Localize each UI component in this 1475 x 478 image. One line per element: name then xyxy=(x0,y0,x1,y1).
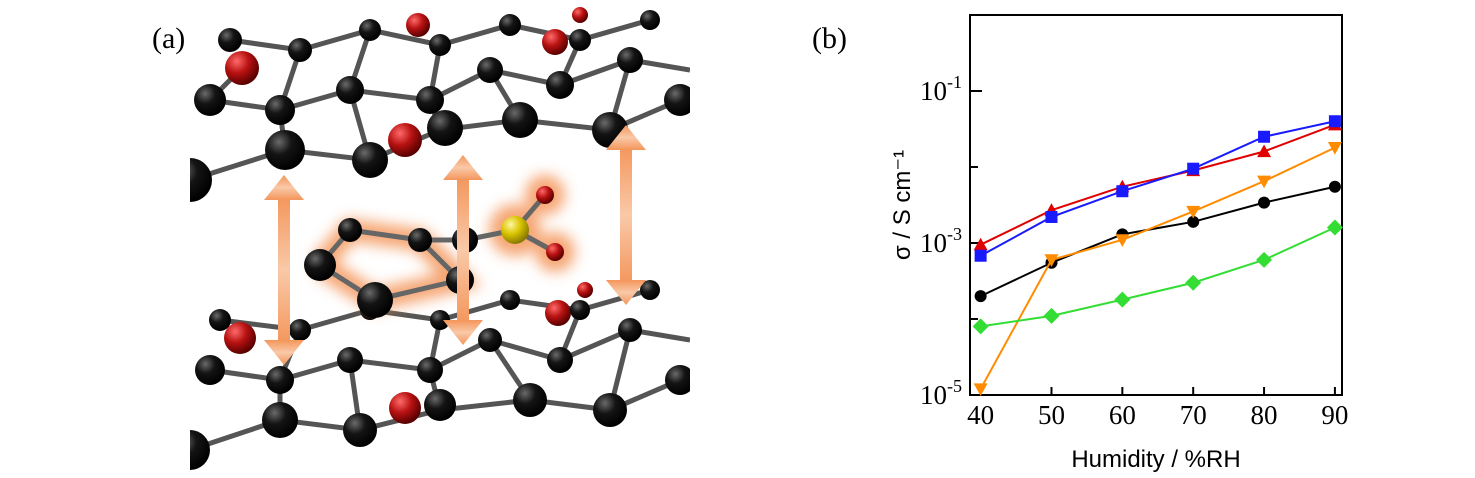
data-point-3-0 xyxy=(973,383,988,396)
y-tick-label: 10-1 xyxy=(920,72,962,106)
x-tick-label-60: 60 xyxy=(1109,400,1136,430)
data-point-2-5 xyxy=(1328,180,1341,193)
series-line-3 xyxy=(979,146,1336,390)
data-point-3-2 xyxy=(1115,234,1130,247)
x-axis-ticks: 40 50 60 70 80 90 xyxy=(967,387,1348,430)
data-point-0-0 xyxy=(973,237,988,251)
data-point-3-1 xyxy=(1044,254,1059,267)
x-tick-label-70: 70 xyxy=(1180,400,1207,430)
x-tick-label-80: 80 xyxy=(1251,400,1278,430)
y-tick-label: 10-3 xyxy=(920,224,962,258)
data-point-2-3 xyxy=(1187,215,1200,228)
x-tick-label-50: 50 xyxy=(1038,400,1065,430)
data-point-2-0 xyxy=(974,290,987,303)
y-axis-ticks: 10-1 10-3 10-5 xyxy=(920,14,982,410)
series-line-2 xyxy=(980,185,1336,298)
series-line-4 xyxy=(980,226,1336,328)
data-point-0-4 xyxy=(1257,144,1272,158)
data-point-4-3 xyxy=(1185,274,1202,291)
data-point-4-1 xyxy=(1043,307,1060,324)
data-point-1-3 xyxy=(1187,162,1200,175)
panel-label-a: (a) xyxy=(152,22,186,55)
data-point-1-5 xyxy=(1328,115,1341,128)
data-point-4-4 xyxy=(1256,251,1273,268)
data-point-4-2 xyxy=(1114,291,1131,308)
data-point-4-5 xyxy=(1326,219,1343,236)
data-point-1-4 xyxy=(1258,130,1271,143)
x-axis-label: Humidity / %RH xyxy=(1071,446,1240,473)
data-point-1-1 xyxy=(1045,210,1058,223)
data-point-1-0 xyxy=(974,249,987,262)
data-point-3-5 xyxy=(1327,141,1342,155)
data-series xyxy=(972,115,1343,396)
data-point-2-4 xyxy=(1258,196,1271,209)
series-line-0 xyxy=(980,123,1336,246)
molecular-illustration xyxy=(190,7,690,470)
data-point-3-4 xyxy=(1257,175,1272,189)
data-point-3-3 xyxy=(1186,205,1201,219)
panel-label-b: (b) xyxy=(812,22,847,55)
series-line-1 xyxy=(980,120,1336,257)
plot-frame xyxy=(969,14,1343,396)
y-axis-label: σ / S cm⁻¹ xyxy=(889,150,916,260)
x-tick-label-40: 40 xyxy=(967,400,994,430)
data-point-1-2 xyxy=(1116,185,1129,198)
conductivity-chart: 40 50 60 70 80 90 10-1 10-3 10-5 Humidity / %RH… xyxy=(889,14,1348,473)
data-point-4-0 xyxy=(972,318,989,335)
x-tick-label-90: 90 xyxy=(1321,400,1348,430)
y-tick-label: 10-5 xyxy=(920,376,962,410)
